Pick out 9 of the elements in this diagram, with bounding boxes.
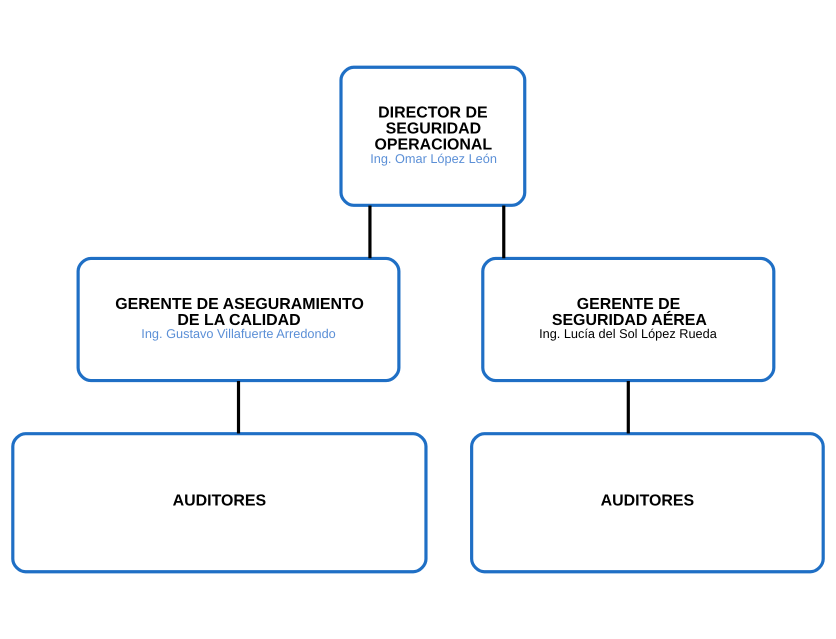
connector	[236, 381, 240, 434]
node-box: DIRECTOR DE SEGURIDAD OPERACIONAL Ing. Omar López León	[339, 66, 526, 207]
node-box: AUDITORES	[11, 432, 428, 574]
node-box: GERENTE DE ASEGURAMIENTO DE LA CALIDAD Ing. Gustavo Villafuerte Arredondo	[76, 256, 400, 382]
connector	[626, 381, 630, 434]
connector	[368, 206, 372, 258]
node-box: GERENTE DE SEGURIDAD AÉREA Ing. Lucía del Sol López Rueda	[481, 256, 776, 382]
node-box: AUDITORES	[470, 432, 825, 574]
connector	[502, 206, 506, 258]
